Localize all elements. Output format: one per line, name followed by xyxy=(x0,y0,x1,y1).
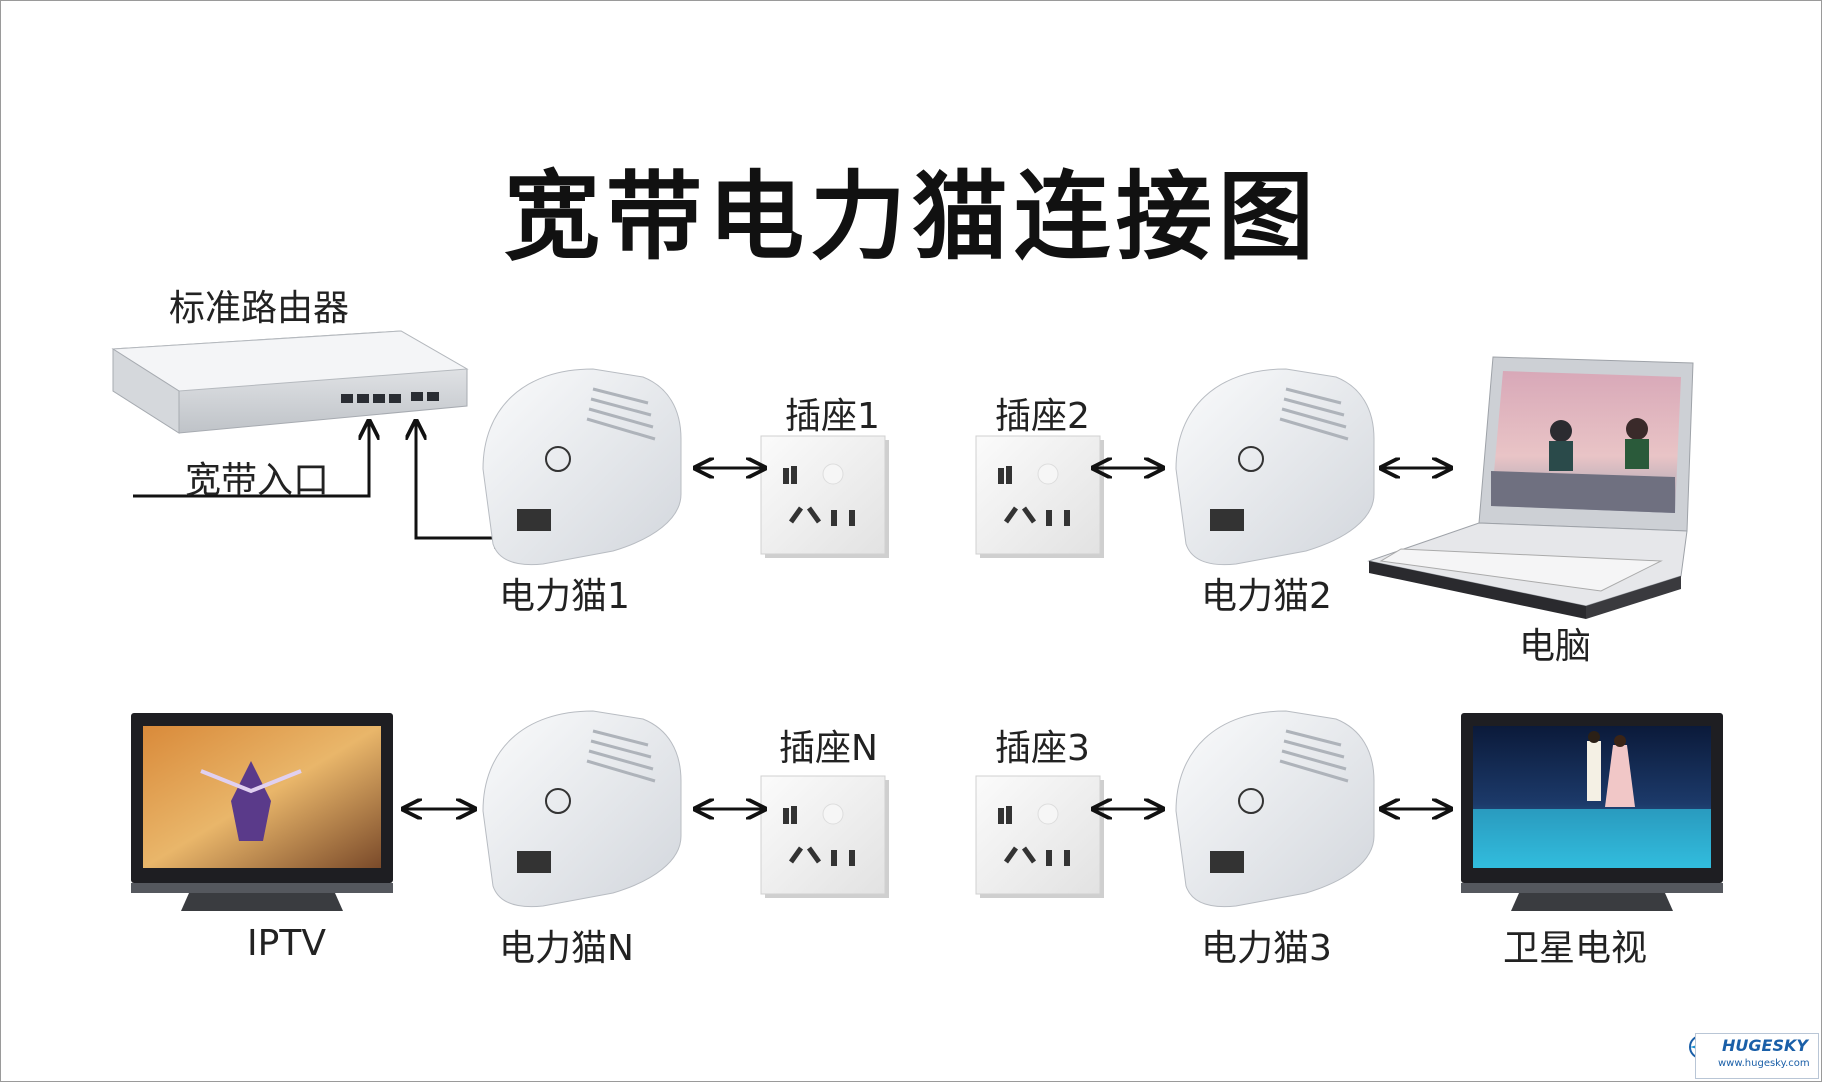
plc3-label: 电力猫3 xyxy=(1201,928,1332,969)
pc-label: 电脑 xyxy=(1519,626,1592,667)
plc-adapter-2 xyxy=(1175,368,1375,566)
socket1-label: 插座1 xyxy=(785,396,880,437)
diagram-title: 宽带电力猫连接图 xyxy=(504,161,1320,273)
plc1-label: 电力猫1 xyxy=(499,576,630,617)
iptv-label: IPTV xyxy=(247,923,326,964)
broadband-in-line xyxy=(133,421,369,498)
router-device xyxy=(111,330,469,434)
wall-socket-2 xyxy=(975,435,1104,558)
sat-tv-label: 卫星电视 xyxy=(1503,928,1648,969)
wall-socket-1 xyxy=(760,435,889,558)
plc-adapter-1 xyxy=(482,368,682,566)
socket3-label: 插座3 xyxy=(995,728,1090,769)
plc-adapter-3 xyxy=(1175,710,1375,908)
iptv-tv-device xyxy=(131,713,393,911)
plc2-label: 电力猫2 xyxy=(1201,576,1332,617)
plcn-label: 电力猫N xyxy=(499,928,634,969)
socketn-label: 插座N xyxy=(779,728,878,769)
wall-socket-3 xyxy=(975,775,1104,898)
socket2-label: 插座2 xyxy=(995,396,1090,437)
watermark-url: www.hugesky.com xyxy=(1718,1058,1810,1069)
router-label: 标准路由器 xyxy=(169,288,350,329)
wall-socket-n xyxy=(760,775,889,898)
router-to-plc1-line xyxy=(416,421,513,538)
laptop-device xyxy=(1367,356,1694,619)
plc-adapter-n xyxy=(482,710,682,908)
watermark-badge: HUGESKY www.hugesky.com xyxy=(1695,1033,1819,1079)
broadband-in-label: 宽带入口 xyxy=(185,460,330,501)
satellite-tv-device xyxy=(1461,713,1723,911)
watermark-brand: HUGESKY xyxy=(1722,1036,1808,1055)
